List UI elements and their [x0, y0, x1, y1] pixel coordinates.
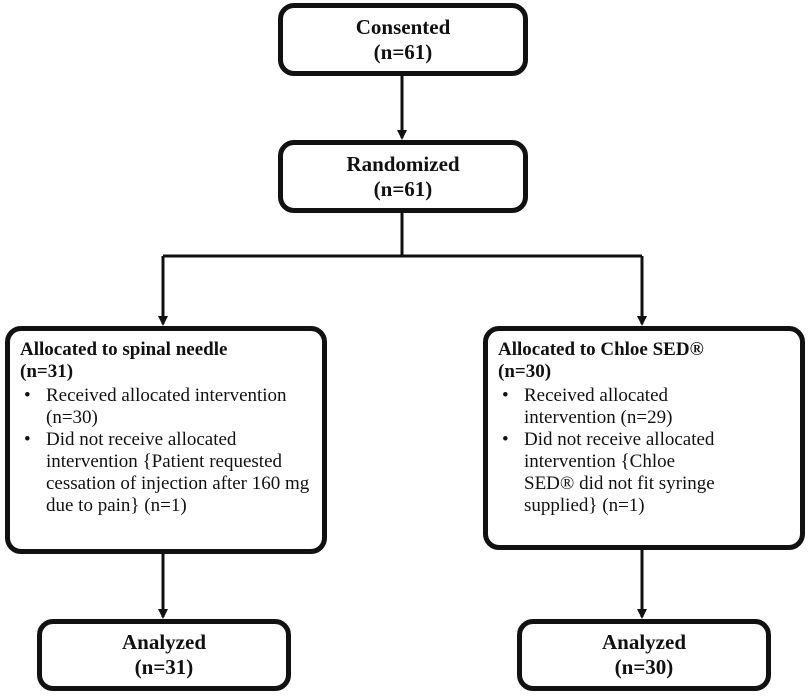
left-allocation-title: Allocated to spinal needle [20, 339, 228, 360]
left-allocation-count: (n=31) [20, 361, 74, 382]
left-analyzed-label: Analyzed [122, 630, 206, 654]
right-allocation-list: Received allocated intervention (n=29) D… [498, 385, 790, 517]
left-allocation-item-not-received: Did not receive allocated intervention {… [20, 429, 312, 517]
left-allocation-list: Received allocated intervention (n=30) D… [20, 385, 312, 517]
right-allocation-item-not-received: Did not receive allocated intervention {… [498, 429, 730, 517]
left-allocation-box: Allocated to spinal needle (n=31) Receiv… [5, 326, 327, 554]
randomized-box: Randomized (n=61) [278, 140, 528, 213]
consented-count: (n=61) [373, 39, 433, 64]
randomized-count: (n=61) [373, 176, 433, 201]
right-allocation-item-received: Received allocated intervention (n=29) [498, 385, 730, 429]
right-analyzed-box: Analyzed (n=30) [517, 619, 771, 691]
left-analyzed-count: (n=31) [134, 655, 194, 679]
right-analyzed-label: Analyzed [602, 630, 686, 654]
left-analyzed-box: Analyzed (n=31) [37, 619, 291, 691]
right-allocation-title: Allocated to Chloe SED® [498, 339, 704, 360]
right-analyzed-count: (n=30) [614, 655, 674, 679]
right-allocation-box: Allocated to Chloe SED® (n=30) Received … [483, 326, 805, 550]
left-allocation-item-received: Received allocated intervention (n=30) [20, 385, 312, 429]
right-allocation-count: (n=30) [498, 361, 552, 382]
randomized-label: Randomized [346, 151, 460, 176]
consented-label: Consented [355, 14, 451, 39]
consented-box: Consented (n=61) [278, 3, 528, 76]
